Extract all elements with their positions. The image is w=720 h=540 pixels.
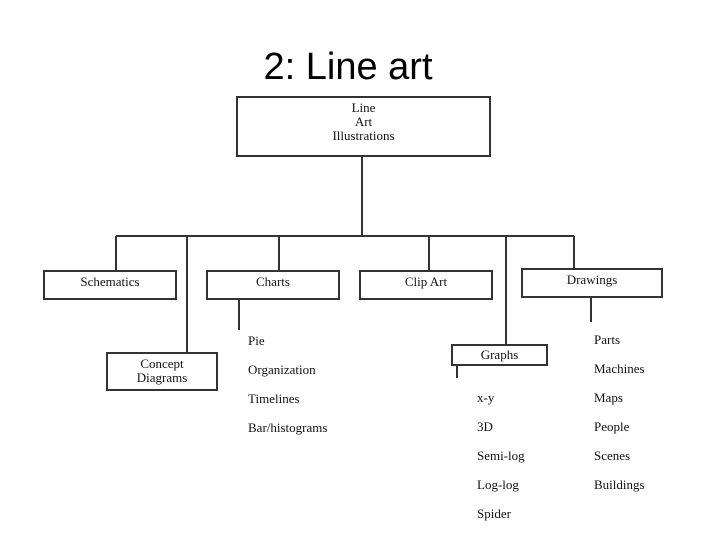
root-box-line-art-illustrations: Line Art Illustrations bbox=[236, 96, 491, 157]
concept-label-line-1: Concept bbox=[140, 356, 184, 371]
graphs-label: Graphs bbox=[480, 347, 519, 362]
list-item-spider: Spider bbox=[477, 506, 511, 521]
drawings-subtypes-list: Parts Machines Maps People Scenes Buildi… bbox=[594, 332, 645, 506]
list-item-scenes: Scenes bbox=[594, 448, 631, 463]
list-item-organization: Organization bbox=[248, 362, 316, 377]
list-item-people: People bbox=[594, 419, 630, 434]
list-item-pie: Pie bbox=[248, 333, 265, 348]
concept-label-line-2: Diagrams bbox=[136, 370, 188, 385]
graphs-subtypes-list: x-y 3D Semi-log Log-log Spider bbox=[477, 390, 525, 535]
list-item-machines: Machines bbox=[594, 361, 645, 376]
category-box-graphs: Graphs bbox=[451, 344, 548, 366]
list-item-bar-histograms: Bar/histograms bbox=[248, 420, 328, 435]
drawings-label: Drawings bbox=[566, 272, 618, 287]
list-item-parts: Parts bbox=[594, 332, 620, 347]
list-item-x-y: x-y bbox=[477, 390, 495, 405]
list-item-semi-log: Semi-log bbox=[477, 448, 525, 463]
list-item-log-log: Log-log bbox=[477, 477, 519, 492]
charts-label: Charts bbox=[256, 274, 290, 289]
list-item-maps: Maps bbox=[594, 390, 623, 405]
category-box-charts: Charts bbox=[206, 270, 340, 300]
charts-subtypes-list: Pie Organization Timelines Bar/histogram… bbox=[248, 333, 327, 449]
root-label-line-1: Line bbox=[351, 100, 376, 115]
category-box-concept-diagrams: Concept Diagrams bbox=[106, 352, 218, 391]
clip-art-label: Clip Art bbox=[404, 274, 448, 289]
list-item-timelines: Timelines bbox=[248, 391, 300, 406]
root-label-line-3: Illustrations bbox=[332, 128, 395, 143]
category-box-schematics: Schematics bbox=[43, 270, 177, 300]
category-box-drawings: Drawings bbox=[521, 268, 663, 298]
list-item-3d: 3D bbox=[477, 419, 493, 434]
list-item-buildings: Buildings bbox=[594, 477, 645, 492]
category-box-clip-art: Clip Art bbox=[359, 270, 493, 300]
slide-title: 2: Line art bbox=[263, 46, 433, 88]
schematics-label: Schematics bbox=[80, 274, 140, 289]
root-label-line-2: Art bbox=[354, 114, 373, 129]
